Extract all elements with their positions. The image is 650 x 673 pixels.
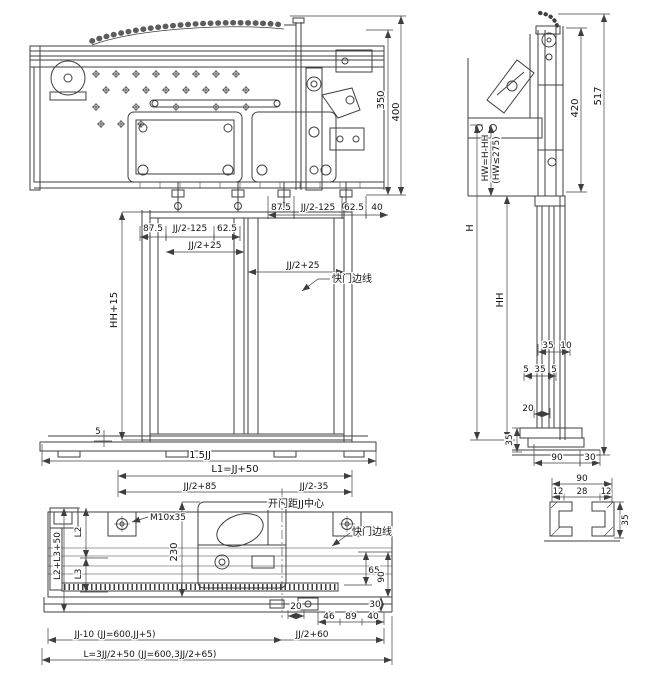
detail-dimension-lines [551, 478, 624, 539]
label-plan-m10x35: M10x35 [150, 513, 186, 523]
dim-plan-89: 89 [345, 612, 357, 622]
dim-plan-30: 30 [369, 600, 381, 610]
plan-dimension-labels: L1=JJ+50 JJ/2+85 JJ/2-35 M10x35 开门距JJ中心 … [52, 463, 394, 662]
dim-side-517: 517 [593, 86, 604, 105]
dim-side-5-left: 5 [523, 365, 529, 375]
front-door-panels [141, 210, 353, 442]
plan-view: L1=JJ+50 JJ/2+85 JJ/2-35 M10x35 开门距JJ中心 … [41, 463, 394, 665]
dim-detail-12-right: 12 [601, 487, 612, 497]
dim-side-420: 420 [570, 98, 581, 117]
plan-dimension-lines [41, 470, 393, 665]
dim-plan-20: 20 [290, 602, 302, 612]
dim-front-40-right: 40 [371, 203, 383, 213]
dim-plan-90: 90 [377, 571, 387, 583]
dim-front-jj2-125-left: JJ/2-125 [172, 224, 208, 234]
label-plan-door-edge: 快门边线 [352, 525, 392, 538]
sill-profile-left [549, 501, 573, 537]
dim-plan-l1: L1=JJ+50 [211, 464, 258, 475]
operator-mechanism [305, 67, 323, 191]
dim-front-87-5-left: 87.5 [143, 224, 163, 234]
dim-front-jj2-25-left: JJ/2+25 [187, 241, 221, 251]
dim-detail-28: 28 [577, 487, 588, 497]
dim-side-h: H [465, 224, 476, 232]
dim-detail-90: 90 [576, 474, 588, 484]
dim-side-hw: HW=H-HH [481, 135, 491, 182]
dim-front-400: 400 [391, 102, 402, 121]
side-dimension-lines [470, 13, 610, 467]
dim-plan-40: 40 [367, 612, 379, 622]
label-plan-door-center: 开门距JJ中心 [268, 497, 324, 510]
dim-plan-l3: L3 [74, 569, 84, 580]
dim-front-87-5-right: 87.5 [271, 203, 291, 213]
dim-plan-jj2-85: JJ/2+85 [182, 482, 216, 492]
dim-detail-12-left: 12 [553, 487, 564, 497]
dim-plan-65: 65 [368, 566, 379, 576]
dim-side-35-bottom: 35 [505, 434, 515, 445]
dim-front-jj2-25-right: JJ/2+25 [285, 261, 319, 271]
dim-plan-l2: L2 [74, 527, 84, 538]
dim-front-5: 5 [95, 427, 100, 437]
dim-side-10: 10 [560, 341, 572, 351]
front-dimension-lines [41, 15, 406, 466]
dim-front-62-5-left: 62.5 [217, 224, 237, 234]
dim-plan-jj-10: JJ-10 (JJ=600,JJ+5) [73, 630, 155, 640]
dim-plan-jj2-35: JJ/2-35 [299, 482, 329, 492]
plan-structure [43, 496, 393, 618]
dim-side-35-top: 35 [542, 341, 553, 351]
dim-plan-46: 46 [323, 612, 335, 622]
side-view: 517 420 HW=H-HH (HW≤275) H HH 35 10 5 35… [464, 11, 610, 467]
dim-front-hh-15: HH+15 [109, 292, 120, 328]
dim-side-5-right: 5 [551, 365, 557, 375]
front-header [29, 45, 385, 191]
dim-side-20: 20 [522, 404, 534, 414]
detail-dimension-labels: 90 12 28 12 35 [551, 473, 632, 527]
dim-side-hw-max: (HW≤275) [492, 136, 502, 183]
dim-plan-l-total: L=3JJ/2+50 (JJ=600,3JJ/2+65) [84, 650, 217, 660]
dim-plan-230: 230 [169, 542, 180, 561]
front-hanger-bolts [171, 182, 353, 212]
dim-plan-l2-l3-50: L2+L3+50 [53, 532, 63, 580]
front-chain [89, 17, 305, 190]
front-dimension-labels: 350 400 87.5 JJ/2-125 62.5 40 87.5 JJ/2-… [94, 89, 403, 462]
pulley-icon [541, 32, 557, 48]
front-view: 350 400 87.5 JJ/2-125 62.5 40 87.5 JJ/2-… [29, 15, 406, 466]
sill-profile-right [591, 501, 615, 537]
side-dimension-labels: 517 420 HW=H-HH (HW≤275) H HH 35 10 5 35… [464, 85, 606, 464]
dim-side-90: 90 [551, 453, 563, 463]
dim-side-35-mid: 35 [534, 365, 545, 375]
pulley-icon [50, 60, 86, 96]
dim-side-30: 30 [584, 453, 596, 463]
dim-front-1-5jj: 1.5JJ [189, 450, 211, 461]
motor-bracket [486, 59, 535, 114]
dim-front-jj2-125-right: JJ/2-125 [300, 203, 336, 213]
detail-view: 90 12 28 12 35 [544, 473, 632, 542]
dim-detail-35: 35 [621, 514, 631, 525]
detail-profiles [544, 501, 620, 542]
dim-front-350: 350 [376, 90, 387, 109]
side-structure [467, 11, 600, 456]
dim-front-62-5-right: 62.5 [344, 203, 364, 213]
dim-plan-jj2-60: JJ/2+60 [294, 630, 328, 640]
label-front-door-edge: 快门边线 [332, 272, 372, 285]
dim-side-hh: HH [495, 292, 506, 307]
